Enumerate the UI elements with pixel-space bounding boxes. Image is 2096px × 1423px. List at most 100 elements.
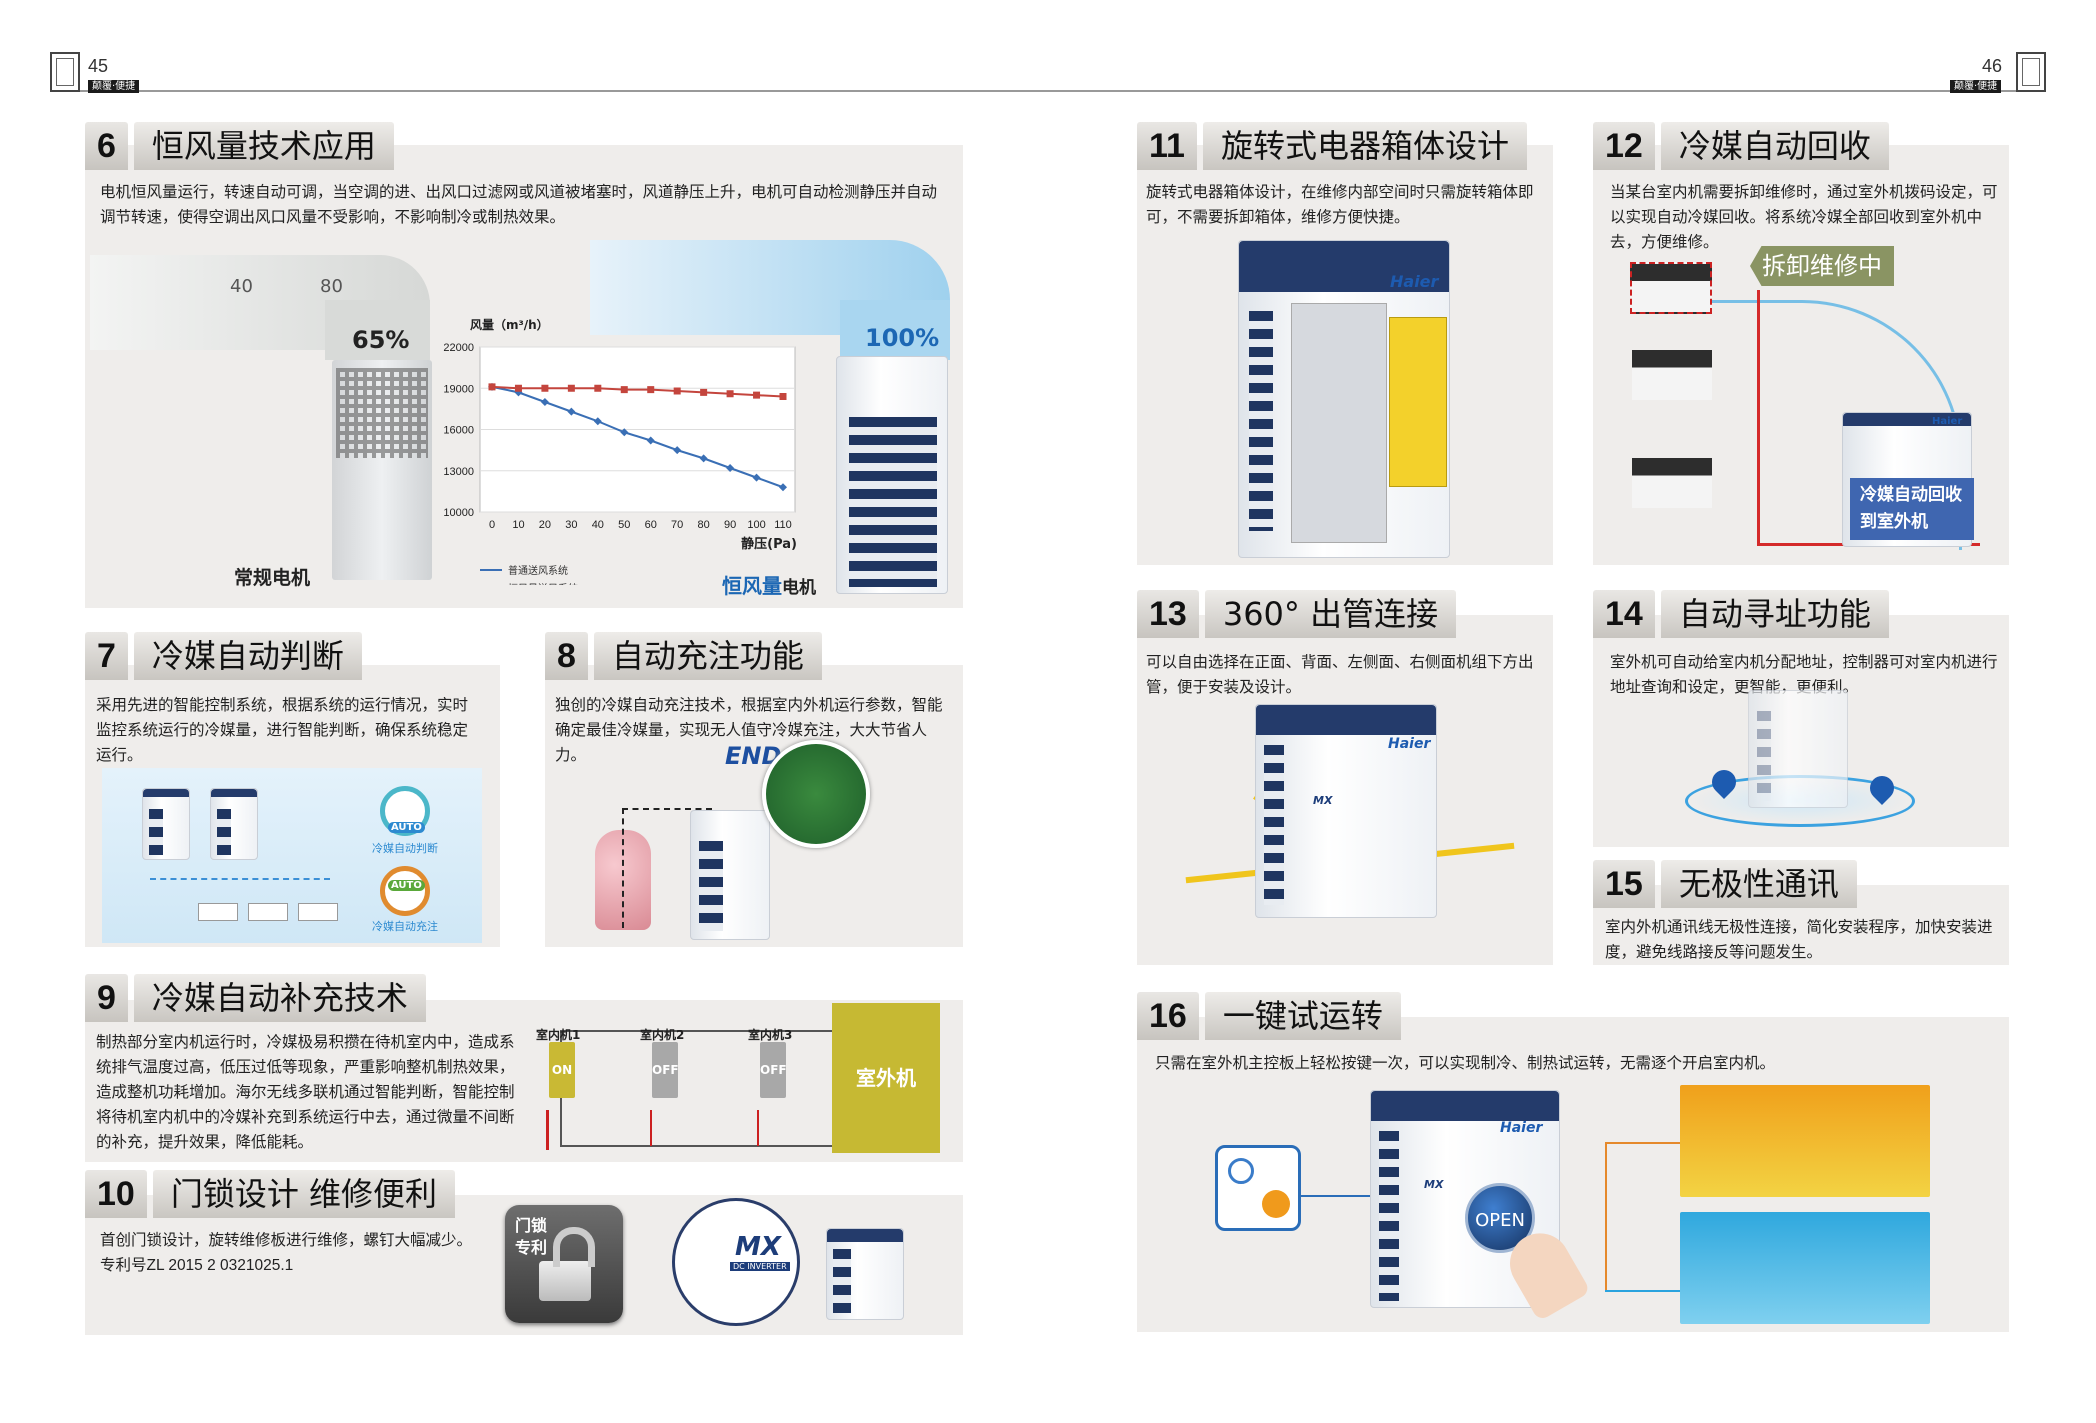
gauge-40: 40 bbox=[230, 276, 253, 297]
section-number: 10 bbox=[85, 1170, 147, 1218]
data-point bbox=[541, 384, 549, 392]
section-10-heading: 10 门锁设计 维修便利 bbox=[85, 1170, 456, 1218]
data-point bbox=[514, 384, 522, 392]
y-tick-label: 13000 bbox=[443, 466, 474, 478]
mx-logo: MX bbox=[735, 1232, 781, 1262]
recover-callout: 冷媒自动回收 到室外机 bbox=[1850, 478, 1974, 540]
section-number: 11 bbox=[1137, 122, 1197, 170]
brand-tag-right: 颠覆·便捷 bbox=[1950, 80, 2002, 93]
section-number: 13 bbox=[1137, 590, 1199, 638]
mode-icon bbox=[1215, 1145, 1301, 1231]
section-7-heading: 7 冷媒自动判断 bbox=[85, 632, 362, 680]
airflow-duct-left-down bbox=[325, 300, 430, 360]
y-tick-label: 19000 bbox=[443, 383, 474, 395]
data-point bbox=[620, 386, 628, 394]
section-9 bbox=[85, 1000, 963, 1162]
section-12-heading: 12 冷媒自动回收 bbox=[1593, 122, 1889, 170]
connector-right bbox=[1605, 1142, 1607, 1290]
unit-2-state: OFF bbox=[652, 1042, 679, 1098]
section-title: 自动充注功能 bbox=[593, 632, 822, 680]
section-number: 14 bbox=[1593, 590, 1655, 638]
section-13-outdoor-unit bbox=[1255, 704, 1437, 918]
x-tick-label: 30 bbox=[565, 519, 577, 531]
auto-badge-1: AUTO bbox=[388, 822, 425, 833]
haier-logo-16: Haier bbox=[1500, 1120, 1543, 1136]
arrow-3 bbox=[757, 1110, 759, 1146]
airflow-duct-right-down bbox=[840, 300, 950, 360]
section-14-outdoor-unit bbox=[1748, 690, 1848, 808]
mx-logo-13: MX bbox=[1313, 794, 1333, 807]
section-title: 旋转式电器箱体设计 bbox=[1202, 122, 1527, 170]
section-9-heading: 9 冷媒自动补充技术 bbox=[85, 974, 426, 1022]
indoor-circuit bbox=[560, 1030, 832, 1147]
data-point bbox=[567, 384, 575, 392]
section-7-text: 采用先进的智能控制系统，根据系统的运行情况，实时监控系统运行的冷媒量，进行智能判… bbox=[96, 696, 469, 764]
connector-right-bottom bbox=[1605, 1290, 1680, 1292]
right-motor-label-a: 恒风量 bbox=[722, 574, 782, 598]
data-point bbox=[594, 384, 602, 392]
right-motor-label-b: 电机 bbox=[782, 578, 816, 598]
section-title: 自动寻址功能 bbox=[1660, 590, 1889, 638]
section-8-text: 独创的冷媒自动充注技术，根据室内外机运行参数，智能确定最佳冷媒量，实现无人值守冷… bbox=[555, 696, 943, 764]
unit-1-label: 室内机1 bbox=[536, 1028, 581, 1042]
header-rule bbox=[50, 90, 2040, 92]
signal-wire bbox=[1712, 290, 1760, 546]
section-title: 360° 出管连接 bbox=[1204, 590, 1457, 638]
warm-room bbox=[1680, 1085, 1930, 1197]
indoor-cassette-3 bbox=[1632, 458, 1712, 508]
section-8-heading: 8 自动充注功能 bbox=[545, 632, 822, 680]
page-number-right: 46 bbox=[1982, 56, 2003, 76]
section-number: 7 bbox=[85, 632, 128, 680]
section-11-heading: 11 旋转式电器箱体设计 bbox=[1137, 122, 1527, 170]
section-title: 恒风量技术应用 bbox=[133, 122, 394, 170]
indoor-cassette-2 bbox=[1632, 350, 1712, 400]
right-motor-label: 恒风量电机 bbox=[722, 570, 816, 599]
book-icon-left bbox=[50, 52, 80, 92]
section-number: 12 bbox=[1593, 122, 1655, 170]
x-tick-label: 70 bbox=[671, 519, 683, 531]
data-point bbox=[488, 383, 496, 391]
unit-3-state: OFF bbox=[760, 1042, 787, 1098]
auto-charge-icon bbox=[380, 866, 430, 916]
data-point bbox=[699, 454, 708, 463]
right-percent: 100% bbox=[865, 324, 940, 352]
brand-tag-left: 颠覆·便捷 bbox=[88, 80, 140, 93]
repair-badge: 拆卸维修中 bbox=[1750, 246, 1894, 286]
left-motor-label: 常规电机 bbox=[234, 567, 311, 589]
x-tick-label: 0 bbox=[489, 519, 495, 531]
open-button[interactable]: OPEN bbox=[1465, 1183, 1535, 1253]
data-point bbox=[673, 446, 682, 455]
section-16-heading: 16 一键试运转 bbox=[1137, 992, 1401, 1040]
series-line bbox=[491, 385, 784, 398]
outdoor-box: 室外机 bbox=[832, 1003, 940, 1153]
x-tick-label: 100 bbox=[747, 519, 765, 531]
section-title: 无极性通讯 bbox=[1660, 860, 1857, 908]
data-point bbox=[779, 393, 787, 400]
section-14-heading: 14 自动寻址功能 bbox=[1593, 590, 1889, 638]
section-number: 8 bbox=[545, 632, 588, 680]
section-number: 16 bbox=[1137, 992, 1199, 1040]
lock-icon bbox=[505, 1205, 623, 1323]
section-13-text: 可以自由选择在正面、背面、左侧面、右侧面机组下方出管，便于安装及设计。 bbox=[1146, 653, 1534, 696]
y-tick-label: 16000 bbox=[443, 425, 474, 437]
data-point bbox=[673, 387, 681, 395]
auto-judge-caption: 冷媒自动判断 bbox=[372, 842, 438, 855]
x-tick-label: 10 bbox=[512, 519, 524, 531]
section-10-outdoor-unit bbox=[826, 1228, 904, 1320]
section-number: 9 bbox=[85, 974, 128, 1022]
section-title: 冷媒自动回收 bbox=[1660, 122, 1889, 170]
haier-logo-13: Haier bbox=[1388, 736, 1431, 752]
data-point bbox=[620, 428, 629, 437]
data-point bbox=[593, 417, 602, 426]
haier-logo-11: Haier bbox=[1390, 272, 1439, 291]
section-12-text: 当某台室内机需要拆卸维修时，通过室外机拨码设定，可以实现自动冷媒回收。将系统冷媒… bbox=[1610, 183, 1998, 251]
y-tick-label: 10000 bbox=[443, 507, 474, 519]
section-9-text: 制热部分室内机运行时，冷媒极易积攒在待机室内中，造成系统排气温度过高，低压过低等… bbox=[96, 1033, 515, 1151]
data-point bbox=[646, 436, 655, 445]
x-tick-label: 80 bbox=[698, 519, 710, 531]
data-point bbox=[540, 398, 549, 406]
data-point bbox=[567, 407, 576, 416]
section-10-text: 首创门锁设计，旋转维修板进行维修，螺钉大幅减少。 bbox=[100, 1231, 473, 1249]
data-point bbox=[726, 464, 735, 472]
